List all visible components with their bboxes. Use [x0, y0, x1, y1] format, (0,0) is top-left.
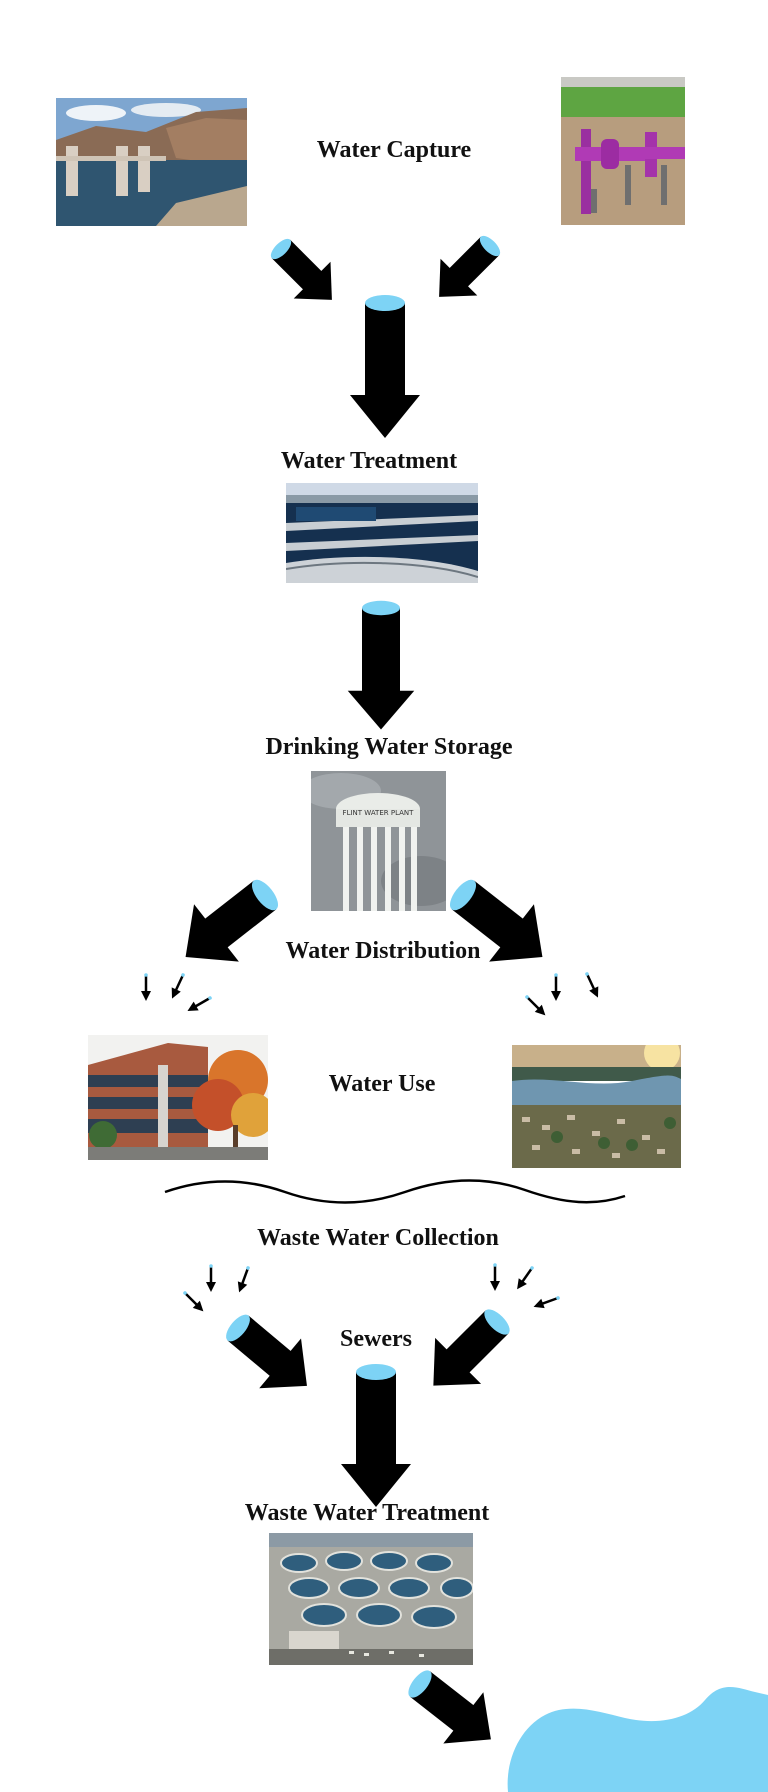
small-arrow	[204, 1262, 218, 1294]
wastewater-treatment-plant-photo	[269, 1533, 473, 1665]
arrow-sewer-left	[211, 1298, 328, 1411]
small-arrow	[511, 1262, 539, 1294]
ground-wave-line	[164, 1179, 626, 1204]
tower-text: FLINT WATER PLANT	[343, 809, 415, 817]
arrow-capture-right	[420, 223, 513, 316]
small-arrow	[166, 970, 190, 1002]
water-treatment-plant-photo	[286, 483, 478, 583]
arrow-to-waste-treatment	[341, 1364, 411, 1507]
irrigation-pipes-photo	[561, 77, 685, 225]
small-arrow	[530, 1291, 563, 1313]
small-arrow	[233, 1263, 255, 1296]
label-water-distribution: Water Distribution	[285, 938, 481, 964]
label-water-capture: Water Capture	[316, 137, 472, 163]
small-arrow	[549, 971, 563, 1003]
label-waste-water-collection: Waste Water Collection	[257, 1225, 499, 1251]
label-water-use: Water Use	[328, 1071, 436, 1097]
dam-reservoir-photo	[56, 98, 247, 226]
label-waste-water-treatment: Waste Water Treatment	[244, 1500, 490, 1526]
water-blob	[507, 1687, 768, 1792]
aerial-neighborhood-photo	[512, 1045, 681, 1168]
water-tower-photo: FLINT WATER PLANT	[311, 771, 446, 911]
small-arrow	[183, 991, 216, 1017]
arrow-to-outflow	[394, 1653, 511, 1766]
label-water-treatment: Water Treatment	[280, 448, 458, 474]
arrow-to-storage	[347, 600, 415, 730]
arrow-distribution-left	[163, 861, 295, 986]
small-arrow	[178, 1286, 209, 1317]
arrow-distribution-right	[433, 861, 565, 986]
label-drinking-water-storage: Drinking Water Storage	[265, 734, 513, 760]
label-sewers: Sewers	[340, 1326, 412, 1352]
arrow-capture-left	[258, 226, 351, 319]
office-building-photo	[88, 1035, 268, 1160]
arrow-to-treatment	[350, 295, 420, 438]
small-arrow	[488, 1261, 502, 1293]
small-arrow	[580, 969, 604, 1001]
small-arrow	[520, 990, 551, 1021]
small-arrow	[139, 971, 153, 1003]
